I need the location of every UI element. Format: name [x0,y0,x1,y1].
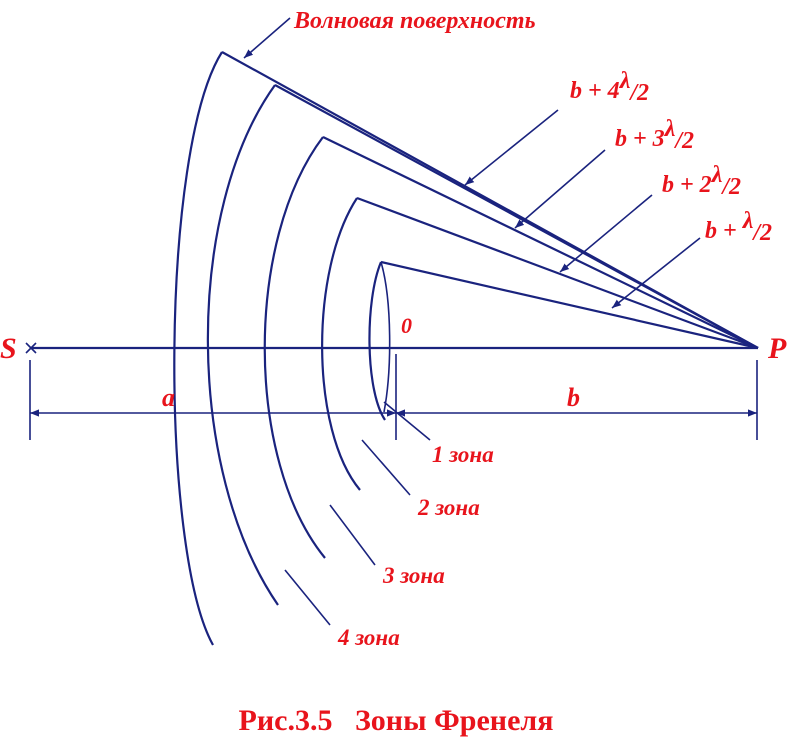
distance-b-label: b [567,383,580,412]
leader-zone-4 [284,569,331,626]
figure-caption: Рис.3.5 Зоны Френеля [239,704,554,737]
lambda-symbol: λ [711,162,723,188]
zone-label-3: 3 зона [382,563,445,588]
leader-zone-1 [383,401,431,441]
zone-arc-2 [321,197,361,491]
source-mark [25,342,37,354]
leader-b-plus-3 [514,149,606,229]
leader-b-plus-4 [464,109,559,186]
zone-label-4: 4 зона [337,625,400,650]
zone-label-2: 2 зона [417,495,480,520]
leader-b-plus-1 [611,237,701,309]
path-denominator: /2 [751,220,772,246]
wave-surface-arc [173,51,223,646]
origin-label: 0 [401,313,412,338]
path-prefix: b + 3 [615,126,665,152]
lambda-symbol: λ [664,116,676,142]
distance-a-label: a [162,383,175,412]
path-label-b-plus-4: b + 4λ/2 [570,68,649,106]
lambda-symbol: λ [619,68,631,94]
ray-b-plus-2 [356,196,759,350]
path-label-b-plus-1: b + λ/2 [705,208,772,246]
path-prefix: b + [705,218,743,244]
zone-arc-1 [368,261,386,421]
ray-b-plus-4 [274,84,759,349]
zone-label-1: 1 зона [432,442,494,467]
leader-zone-2 [361,439,411,496]
path-denominator: /2 [720,174,741,200]
path-label-b-plus-3: b + 3λ/2 [615,116,694,154]
wave-surface-label: Волновая поверхность [293,8,536,34]
ray-b-plus-1 [380,260,759,350]
zone-arc-1-front [380,261,391,413]
leader-wave-surface [243,17,291,59]
point-label: P [767,332,787,365]
leader-b-plus-2 [559,194,653,273]
path-prefix: b + 2 [662,172,712,198]
path-denominator: /2 [628,80,649,106]
ray-b-plus-3 [322,136,759,349]
leader-zone-3 [329,504,376,566]
path-prefix: b + 4 [570,78,620,104]
zone-arc-3 [263,136,326,559]
source-label: S [0,332,17,365]
lambda-symbol: λ [742,208,754,234]
path-label-b-plus-2: b + 2λ/2 [662,162,741,200]
zone-arc-4 [206,84,279,606]
path-denominator: /2 [673,128,694,154]
